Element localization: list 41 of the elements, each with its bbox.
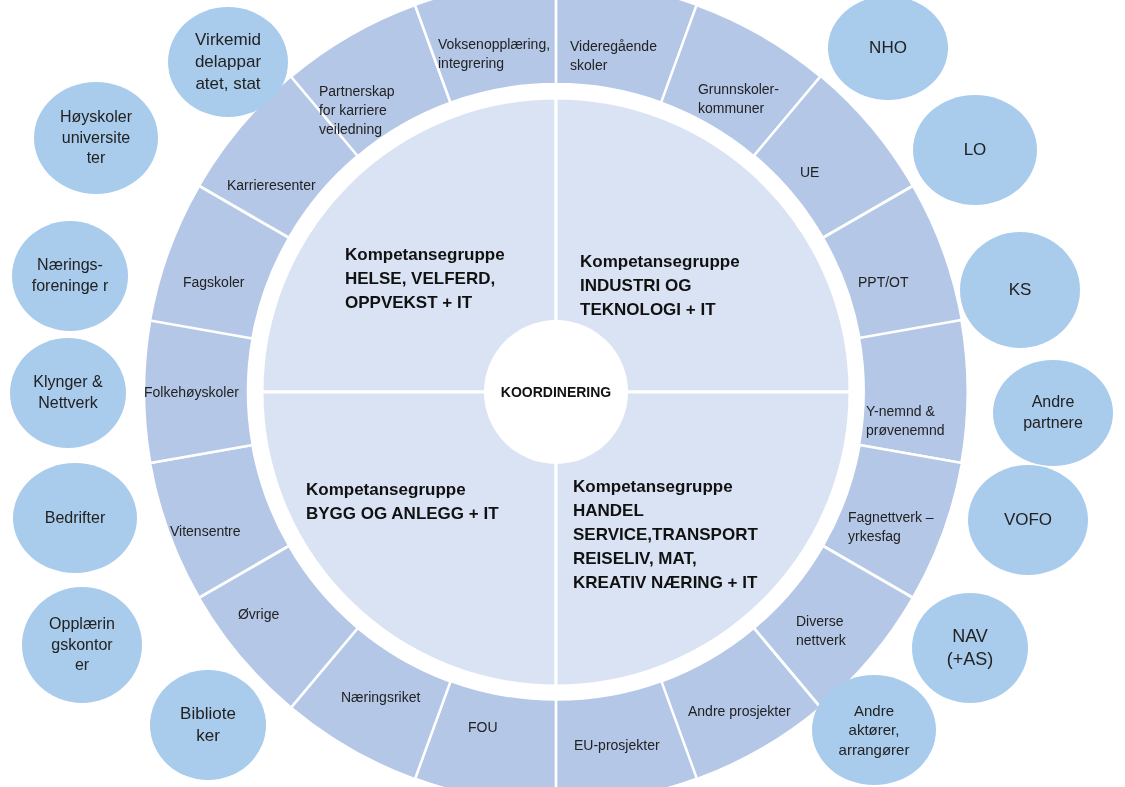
group-title: HANDEL SERVICE,TRANSPORT REISELIV, MAT, KREATIV NÆRING + IT <box>573 500 759 594</box>
segment-label: Y-nemnd & prøvenemnd <box>866 402 946 440</box>
group-title: INDUSTRI OG TEKNOLOGI + IT <box>580 275 717 321</box>
segment-label: Øvrige <box>238 605 281 624</box>
partner-label: Opplærin gskontor er <box>48 613 116 676</box>
segment-label: Voksenopplæring, integrering <box>438 35 552 73</box>
partner-label: Klynger & Nettverk <box>33 372 103 413</box>
segment-label: Fagskoler <box>183 273 246 292</box>
segment-label: Diverse nettverk <box>796 612 847 650</box>
segment-label: Partnerskap for karriere veiledning <box>319 82 396 139</box>
segment-label: UE <box>800 163 821 182</box>
segment-label: FOU <box>468 718 499 737</box>
segment-label: Andre prosjekter <box>688 702 792 721</box>
segment-label: Grunnskoler- kommuner <box>698 80 780 118</box>
group-heading: Kompetansegruppe <box>580 251 741 273</box>
segment-label: Fagnettverk – yrkesfag <box>848 508 935 546</box>
partner-label: Nærings- foreninge r <box>31 255 109 296</box>
segment-label: Videregående skoler <box>570 37 658 75</box>
partner-label: Andre partnere <box>1022 392 1084 433</box>
partner-label: Virkemid delappar atet, stat <box>193 28 263 96</box>
partner-label: LO <box>962 138 988 161</box>
partner-label: NHO <box>868 36 908 59</box>
partner-label: Bibliote ker <box>179 702 237 747</box>
segment-label: PPT/OT <box>858 273 910 292</box>
partner-label: KS <box>1007 278 1033 301</box>
partner-label: Høyskoler universite ter <box>59 106 133 169</box>
partner-label: Bedrifter <box>43 507 107 528</box>
segment-label: EU-prosjekter <box>574 736 661 755</box>
group-title: HELSE, VELFERD, OPPVEKST + IT <box>345 268 497 314</box>
segment-label: Vitensentre <box>170 522 242 541</box>
segment-label: Folkehøyskoler <box>144 383 240 402</box>
group-title: BYGG OG ANLEGG + IT <box>306 503 500 525</box>
segment-label: Næringsriket <box>341 688 422 707</box>
partner-label: VOFO <box>1002 508 1054 531</box>
segment-label: Karrieresenter <box>227 176 317 195</box>
group-heading: Kompetansegruppe <box>573 476 734 498</box>
center-label: KOORDINERING <box>500 384 612 400</box>
group-heading: Kompetansegruppe <box>345 244 506 266</box>
partner-label: NAV (+AS) <box>945 624 995 671</box>
group-heading: Kompetansegruppe <box>306 479 467 501</box>
partner-label: Andre aktører, arrangører <box>837 700 911 760</box>
